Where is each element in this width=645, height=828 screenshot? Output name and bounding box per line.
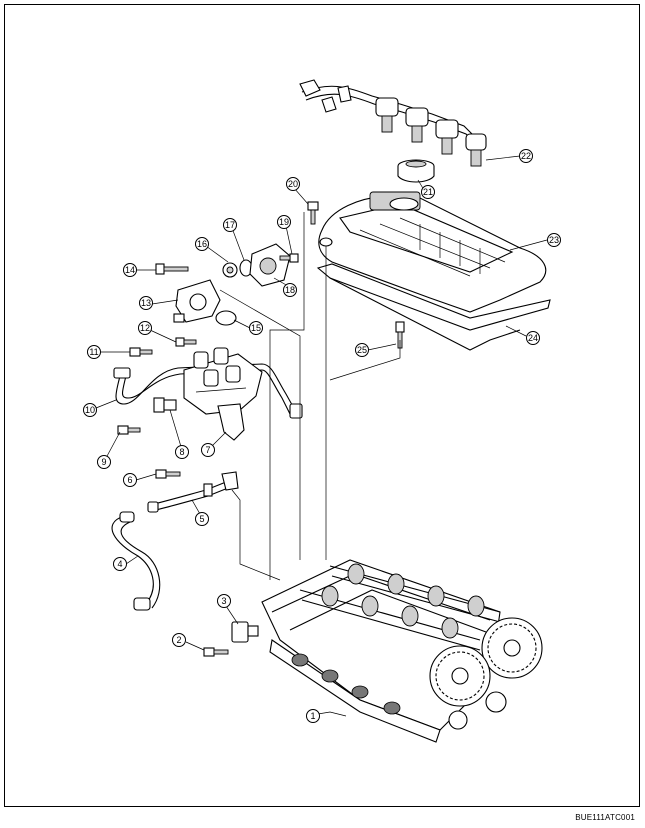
svg-text:8: 8 bbox=[179, 447, 184, 457]
cylinder-head-cover bbox=[318, 191, 547, 313]
svg-text:4: 4 bbox=[117, 559, 122, 569]
callout-19: 19 bbox=[277, 215, 291, 229]
svg-text:24: 24 bbox=[528, 333, 538, 343]
svg-text:11: 11 bbox=[89, 347, 98, 357]
callout-10: 10 bbox=[83, 403, 97, 417]
svg-text:7: 7 bbox=[205, 445, 210, 455]
svg-text:1: 1 bbox=[310, 711, 315, 721]
callout-22: 22 bbox=[519, 149, 533, 163]
ignition-coil-harness bbox=[299, 79, 487, 167]
callout-24: 24 bbox=[526, 331, 540, 345]
oil-filler-cap bbox=[397, 159, 435, 183]
coil-3 bbox=[435, 119, 459, 155]
bolt-12 bbox=[175, 337, 197, 347]
bolt-14 bbox=[155, 263, 189, 275]
coil-1 bbox=[375, 97, 399, 133]
bolt-2 bbox=[203, 647, 229, 657]
thermostat-housing-7 bbox=[183, 347, 263, 441]
svg-text:6: 6 bbox=[127, 475, 132, 485]
svg-text:9: 9 bbox=[101, 457, 106, 467]
thermostat-16 bbox=[222, 262, 238, 278]
alignment-lines bbox=[219, 212, 401, 581]
svg-text:25: 25 bbox=[357, 345, 367, 355]
svg-text:21: 21 bbox=[423, 187, 433, 197]
callout-9: 9 bbox=[97, 455, 111, 469]
callout-13: 13 bbox=[139, 296, 153, 310]
bolt-11 bbox=[129, 347, 153, 357]
coil-2 bbox=[405, 107, 429, 143]
svg-text:10: 10 bbox=[85, 405, 95, 415]
camshaft-exhaust bbox=[329, 563, 501, 623]
bolt-6 bbox=[155, 469, 181, 479]
camshaft-sprocket-intake bbox=[429, 645, 491, 707]
cover-bolt bbox=[307, 201, 319, 225]
callout-11: 11 bbox=[87, 345, 101, 359]
callout-3: 3 bbox=[217, 594, 231, 608]
tensioner-pulley bbox=[448, 691, 507, 730]
callout-2: 2 bbox=[172, 633, 186, 647]
sensor-8 bbox=[153, 397, 177, 413]
callout-7: 7 bbox=[201, 443, 215, 457]
water-pipe-10 bbox=[113, 363, 303, 419]
svg-text:18: 18 bbox=[285, 285, 295, 295]
cover-gasket bbox=[316, 263, 551, 351]
callout-23: 23 bbox=[547, 233, 561, 247]
svg-text:22: 22 bbox=[521, 151, 531, 161]
o-ring-15 bbox=[215, 310, 237, 326]
svg-text:14: 14 bbox=[125, 265, 135, 275]
svg-text:20: 20 bbox=[288, 179, 298, 189]
callout-15: 15 bbox=[249, 321, 263, 335]
svg-text:16: 16 bbox=[197, 239, 207, 249]
svg-text:3: 3 bbox=[221, 596, 226, 606]
bolt-9 bbox=[117, 425, 141, 435]
svg-text:19: 19 bbox=[279, 217, 289, 227]
hose-4 bbox=[111, 511, 161, 611]
water-outlet-18 bbox=[249, 243, 291, 287]
svg-text:12: 12 bbox=[140, 323, 150, 333]
camshaft-sprocket-exhaust bbox=[481, 617, 543, 679]
svg-text:5: 5 bbox=[199, 514, 204, 524]
diagram-frame bbox=[4, 4, 640, 807]
svg-text:23: 23 bbox=[549, 235, 559, 245]
bolt-19 bbox=[279, 253, 299, 263]
svg-text:15: 15 bbox=[251, 323, 261, 333]
water-outlet-13 bbox=[173, 279, 221, 323]
figure-code: BUE111ATC001 bbox=[575, 813, 635, 822]
callout-20: 20 bbox=[286, 177, 300, 191]
callout-4: 4 bbox=[113, 557, 127, 571]
pipe-5 bbox=[147, 471, 239, 513]
callout-25: 25 bbox=[355, 343, 369, 357]
callout-12: 12 bbox=[138, 321, 152, 335]
callout-6: 6 bbox=[123, 473, 137, 487]
svg-text:17: 17 bbox=[225, 220, 235, 230]
svg-text:2: 2 bbox=[176, 635, 181, 645]
callout-18: 18 bbox=[283, 283, 297, 297]
callout-5: 5 bbox=[195, 512, 209, 526]
camshaft-sensor-3 bbox=[231, 621, 259, 643]
callout-1: 1 bbox=[306, 709, 320, 723]
callout-16: 16 bbox=[195, 237, 209, 251]
callout-8: 8 bbox=[175, 445, 189, 459]
camshaft-intake bbox=[299, 585, 481, 651]
callout-14: 14 bbox=[123, 263, 137, 277]
coil-4 bbox=[465, 133, 487, 167]
callout-17: 17 bbox=[223, 218, 237, 232]
svg-text:13: 13 bbox=[141, 298, 151, 308]
callout-21: 21 bbox=[421, 185, 435, 199]
